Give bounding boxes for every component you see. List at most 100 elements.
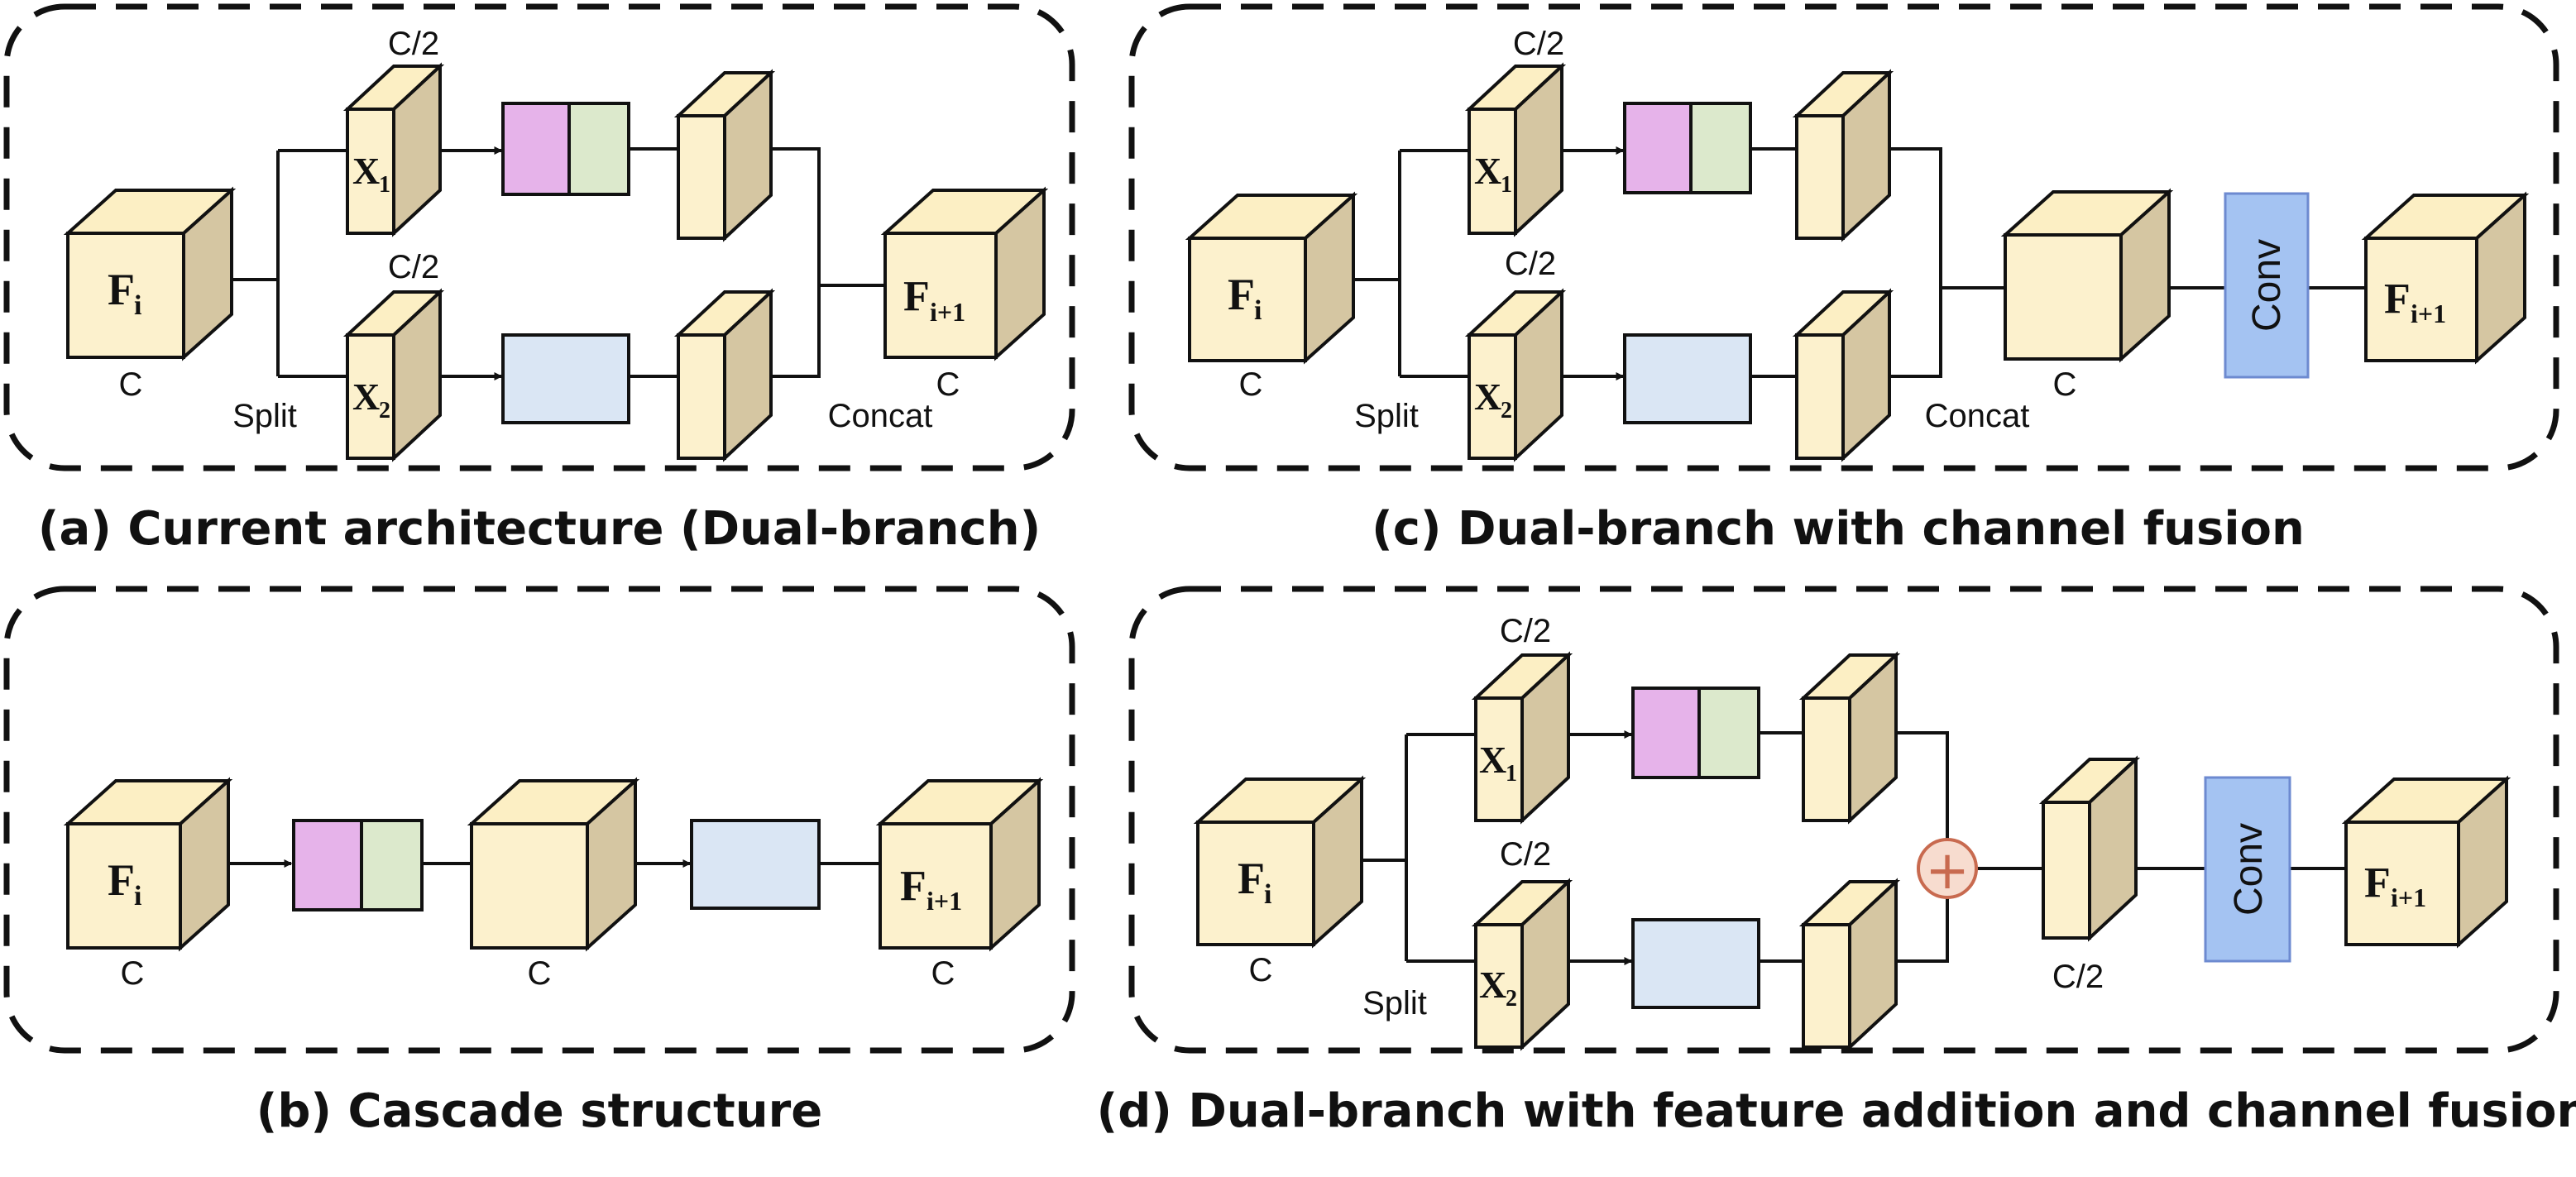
panel-a-output-label: F <box>903 273 930 320</box>
panel-b-output-cube: F i+1 <box>875 777 1044 952</box>
panel-a-block-green <box>567 102 630 196</box>
panel-a-x1-slab: X 1 <box>342 62 445 237</box>
panel-c-block-blue <box>1623 333 1752 424</box>
panel-c: F i C X 1 C/2 X 2 C/2 <box>1128 3 2559 556</box>
panel-c-split-label: Split <box>1354 398 1419 434</box>
panel-a-top-out-slab <box>673 69 776 242</box>
panel-a-output-channel: C <box>936 366 960 403</box>
panel-a-frame <box>3 3 1075 471</box>
panel-a-bottom-out-slab <box>673 288 776 462</box>
panel-b: F i C C F i+1 C (b) Cascade structure <box>3 586 1075 1138</box>
panel-d-conv-label: Conv <box>2227 823 2271 916</box>
panel-d-bottom-out-slab <box>1798 878 1901 1051</box>
panel-d-block-green <box>1697 687 1760 779</box>
panel-d-split-label: Split <box>1362 985 1427 1022</box>
panel-b-output-channel: C <box>931 955 955 992</box>
panel-d-input-channel: C <box>1249 952 1273 988</box>
panel-b-block-blue <box>690 819 821 910</box>
panel-d-input-sub: i <box>1264 879 1271 910</box>
panel-c-x2-slab: X 2 <box>1464 288 1567 462</box>
panel-d-output-label: F <box>2364 859 2391 907</box>
panel-a-input-sub: i <box>134 290 141 321</box>
panel-b-input-cube: F i <box>63 777 233 952</box>
panel-d-x1-channel: C/2 <box>1500 613 1551 649</box>
panel-a-x2-sub: 2 <box>379 398 390 423</box>
panel-d-added-channel: C/2 <box>2052 959 2104 995</box>
panel-c-input-channel: C <box>1239 366 1263 403</box>
panel-c-input-cube: F i <box>1185 191 1358 365</box>
panel-a-caption: (a) Current architecture (Dual-branch) <box>38 502 1041 556</box>
panel-b-block-pink <box>292 819 363 911</box>
panel-d-wire-top-to-add <box>1878 731 1949 840</box>
panel-c-bottom-out-slab <box>1792 288 1894 462</box>
panel-d-block-blue <box>1631 918 1760 1009</box>
panel-c-frame <box>1128 3 2559 471</box>
panel-a: F i C X 1 C/2 X 2 C/2 <box>3 3 1075 556</box>
panel-c-x1-sub: 1 <box>1501 172 1512 198</box>
panel-c-concat-label: Concat <box>1925 398 2030 434</box>
panel-b-input-sub: i <box>134 881 141 911</box>
panel-b-output-label: F <box>900 863 926 910</box>
panel-a-input-channel: C <box>119 366 143 403</box>
panel-a-input-cube: F i <box>63 186 237 361</box>
panel-a-x2-channel: C/2 <box>388 249 439 285</box>
panel-a-block-pink <box>501 102 571 196</box>
panel-d-x2-sub: 2 <box>1506 986 1517 1012</box>
panel-c-fused-channel: C <box>2053 366 2077 403</box>
panel-d-x2-channel: C/2 <box>1500 836 1551 873</box>
panel-d-output-sub: i+1 <box>2391 883 2426 912</box>
panel-c-output-cube: F i+1 <box>2361 191 2530 365</box>
panel-c-fused-cube <box>2000 188 2174 363</box>
panel-d-input-cube: F i <box>1193 775 1367 949</box>
panel-a-x2-label: X <box>352 376 380 418</box>
panel-c-output-label: F <box>2384 275 2411 323</box>
panel-a-output-cube: F i+1 <box>880 186 1049 361</box>
panel-d-x1-label: X <box>1479 739 1506 781</box>
panel-d-wire-bottom-to-add <box>1878 897 1949 963</box>
panel-a-split-label: Split <box>232 398 297 434</box>
panel-c-top-out-slab <box>1792 69 1894 242</box>
panel-d: F i C X 1 C/2 X 2 C/2 <box>1097 586 2576 1138</box>
panel-b-caption: (b) Cascade structure <box>256 1084 823 1138</box>
panel-a-concat-label: Concat <box>828 398 933 434</box>
panel-a-concat-bracket <box>753 147 821 378</box>
panel-d-top-out-slab <box>1798 651 1901 825</box>
panel-a-x2-slab: X 2 <box>342 288 445 462</box>
panel-a-block-blue <box>501 333 630 424</box>
panel-c-x1-channel: C/2 <box>1513 26 1564 62</box>
panel-b-input-label: F <box>108 855 135 905</box>
panel-b-frame <box>3 586 1075 1054</box>
panel-d-add-symbol: + <box>1925 840 1970 902</box>
panel-b-output-sub: i+1 <box>926 886 962 916</box>
panel-c-x1-slab: X 1 <box>1464 62 1567 237</box>
panel-c-output-sub: i+1 <box>2411 299 2446 328</box>
panel-d-added-slab <box>2038 755 2141 942</box>
panel-d-caption: (d) Dual-branch with feature addition an… <box>1097 1084 2576 1138</box>
panel-d-add-node: + <box>1917 838 1978 902</box>
panel-c-x2-label: X <box>1474 376 1501 418</box>
panel-a-x1-label: X <box>352 150 380 192</box>
panel-a-output-sub: i+1 <box>930 297 965 327</box>
panel-d-conv-block <box>2204 776 2291 963</box>
panel-a-x1-channel: C/2 <box>388 26 439 62</box>
panel-c-x1-label: X <box>1474 150 1501 192</box>
panel-c-x2-sub: 2 <box>1501 398 1512 423</box>
panel-c-conv-label: Conv <box>2245 239 2289 332</box>
panel-d-x2-slab: X 2 <box>1471 878 1573 1051</box>
panel-b-block-green <box>360 819 424 911</box>
panel-d-input-label: F <box>1238 854 1265 903</box>
panel-c-block-green <box>1689 102 1752 194</box>
panel-d-block-pink <box>1631 687 1701 779</box>
panel-d-x1-sub: 1 <box>1506 761 1517 787</box>
panel-c-input-label: F <box>1228 270 1255 319</box>
panel-d-frame <box>1128 586 2559 1054</box>
panel-d-x1-slab: X 1 <box>1471 651 1573 825</box>
panel-c-block-pink <box>1623 102 1693 194</box>
panel-c-concat-bracket <box>1871 147 1942 378</box>
panel-b-middle-channel: C <box>528 955 552 992</box>
panel-b-middle-cube <box>467 777 640 952</box>
panel-a-input-label: F <box>108 265 135 314</box>
panel-b-input-channel: C <box>121 955 145 992</box>
panel-d-x2-label: X <box>1479 964 1506 1006</box>
